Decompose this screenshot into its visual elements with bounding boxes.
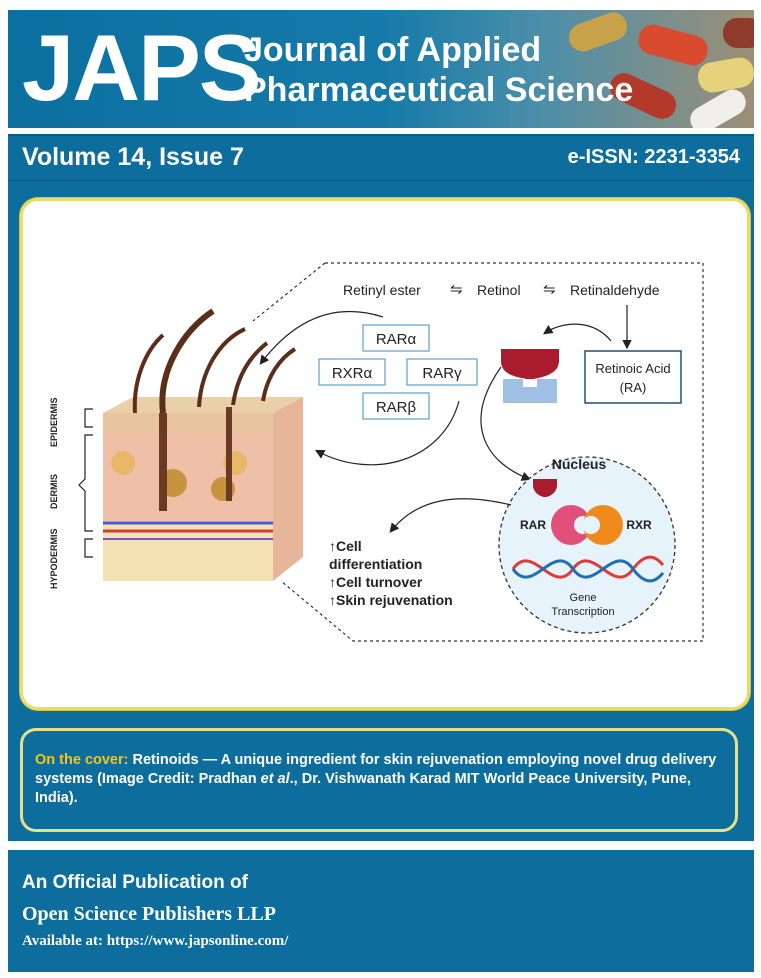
caption-et-al: et al bbox=[260, 771, 290, 787]
arrow-to-skin-icon bbox=[259, 310, 384, 365]
receptor-base-icon bbox=[503, 379, 557, 403]
journal-title-line1: Journal of Applied bbox=[244, 31, 542, 69]
journal-logo: JAPS bbox=[22, 15, 262, 120]
retinoic-acid-icon bbox=[533, 479, 557, 497]
eissn: e-ISSN: 2231-3354 bbox=[567, 146, 740, 168]
effect-cell-turnover: ↑Cell turnover bbox=[329, 574, 423, 590]
official-publication-label: An Official Publication of bbox=[22, 872, 248, 893]
rxr-pocket bbox=[582, 516, 600, 534]
journal-title-line2: Pharmaceutical Science bbox=[244, 71, 634, 109]
epidermis-bracket bbox=[84, 408, 93, 428]
volume-issue: Volume 14, Issue 7 bbox=[22, 143, 244, 171]
arrow-to-skin-icon bbox=[314, 400, 460, 466]
arrow-to-effects-icon bbox=[389, 498, 512, 533]
hypodermis-bracket bbox=[84, 538, 93, 558]
dna-strand-icon bbox=[511, 559, 665, 583]
rxr-protein-icon bbox=[583, 505, 623, 545]
cover-figure: Retinyl ester ⇋ Retinol ⇋ Retinaldehyde … bbox=[20, 198, 750, 710]
capsule-image bbox=[723, 18, 754, 48]
effect-differentiation: differentiation bbox=[329, 556, 422, 572]
arrow-to-nucleus-icon bbox=[480, 366, 532, 481]
dotted-callout-frame bbox=[280, 262, 704, 642]
receptor-box bbox=[406, 358, 478, 386]
receptor-box bbox=[362, 392, 430, 420]
receptor-label: RARγ bbox=[422, 365, 462, 382]
capsule-image bbox=[695, 55, 754, 95]
retinoic-acid-abbr: (RA) bbox=[620, 380, 647, 395]
receptor-label: RARβ bbox=[376, 399, 417, 416]
caption-text-end: ., Dr. Vishwanath Karad MIT World Peace … bbox=[35, 771, 691, 806]
retinoic-acid-label: Retinoic Acid bbox=[595, 361, 670, 376]
cover-caption: On the cover: Retinoids — A unique ingre… bbox=[20, 728, 738, 832]
gene-label: Gene bbox=[570, 592, 597, 604]
retinyl-ester-label: Retinyl ester bbox=[343, 282, 421, 298]
nucleus-label: Nucleus bbox=[552, 456, 607, 472]
website-link[interactable]: Available at: https://www.japsonline.com… bbox=[22, 933, 289, 949]
dermis-label: DERMIS bbox=[49, 474, 59, 509]
receptor-protein-icon bbox=[501, 349, 559, 379]
footer: An Official Publication of Open Science … bbox=[8, 850, 754, 972]
rar-protein-icon bbox=[551, 505, 591, 545]
receptor-label: RARα bbox=[376, 331, 417, 348]
receptor-box bbox=[318, 358, 386, 386]
transcription-label: Transcription bbox=[551, 606, 614, 618]
effect-skin-rejuvenation: ↑Skin rejuvenation bbox=[329, 592, 453, 608]
rxr-label: RXR bbox=[626, 518, 652, 532]
effect-cell: ↑Cell bbox=[329, 538, 362, 554]
skin-cross-section-illustration bbox=[103, 308, 303, 581]
journal-title: Journal of Applied Pharmaceutical Scienc… bbox=[244, 30, 633, 110]
equilibrium-arrow-icon: ⇋ bbox=[450, 281, 463, 298]
dotted-callout-line bbox=[252, 262, 326, 322]
epidermis-label: EPIDERMIS bbox=[49, 397, 59, 447]
publisher-name: Open Science Publishers LLP bbox=[22, 903, 276, 925]
dermis-bracket bbox=[78, 434, 93, 532]
hypodermis-label: HYPODERMIS bbox=[49, 528, 59, 589]
issue-band: Volume 14, Issue 7 e-ISSN: 2231-3354 bbox=[8, 134, 754, 182]
nucleus-circle bbox=[498, 456, 676, 634]
dna-strand-icon bbox=[511, 555, 665, 579]
rar-label: RAR bbox=[520, 518, 546, 532]
retinoid-diagram: Retinyl ester ⇋ Retinol ⇋ Retinaldehyde … bbox=[49, 262, 704, 642]
equilibrium-arrow-icon: ⇋ bbox=[543, 281, 556, 298]
caption-lead: On the cover: bbox=[35, 752, 129, 768]
arrow-icon bbox=[543, 323, 612, 342]
capsule-image bbox=[635, 21, 711, 69]
caption-text: Retinoids — A unique ingredient for skin… bbox=[35, 752, 717, 787]
retinoic-acid-box bbox=[584, 350, 682, 404]
receptor-label: RXRα bbox=[332, 365, 373, 382]
retinol-label: Retinol bbox=[477, 282, 521, 298]
retinaldehyde-label: Retinaldehyde bbox=[570, 282, 660, 298]
journal-header: JAPS Journal of Applied Pharmaceutical S… bbox=[8, 10, 754, 128]
receptor-box bbox=[362, 324, 430, 352]
